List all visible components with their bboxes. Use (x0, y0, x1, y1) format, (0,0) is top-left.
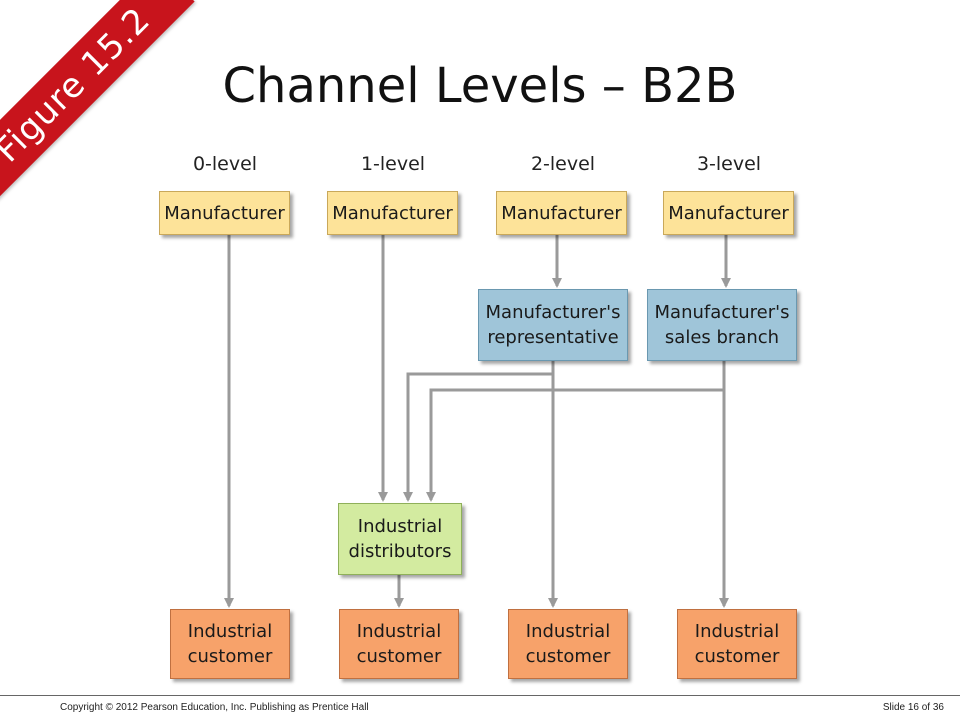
customer-box-3level: Industrial customer (677, 609, 797, 679)
level-label-2: 2-level (530, 153, 596, 175)
customer-box-2level: Industrial customer (508, 609, 628, 679)
manufacturer-box-1level: Manufacturer (327, 191, 458, 235)
manufacturer-box-2level: Manufacturer (496, 191, 627, 235)
level-label-3: 3-level (696, 153, 762, 175)
manufacturer-box-0level: Manufacturer (159, 191, 290, 235)
level-label-1: 1-level (360, 153, 426, 175)
arrow-representative-to-distributor (403, 372, 553, 502)
distributors-box: Industrial distributors (338, 503, 462, 575)
footer-divider (0, 695, 960, 696)
sales-branch-box: Manufacturer's sales branch (647, 289, 797, 361)
customer-box-1level: Industrial customer (339, 609, 459, 679)
slide-title: Channel Levels – B2B (222, 58, 738, 114)
representative-box: Manufacturer's representative (478, 289, 628, 361)
slide-number: Slide 16 of 36 (882, 702, 944, 713)
level-label-0: 0-level (192, 153, 258, 175)
customer-box-0level: Industrial customer (170, 609, 290, 679)
arrow-branch-to-distributor (426, 388, 724, 502)
copyright-text: Copyright © 2012 Pearson Education, Inc.… (60, 702, 369, 713)
manufacturer-box-3level: Manufacturer (663, 191, 794, 235)
